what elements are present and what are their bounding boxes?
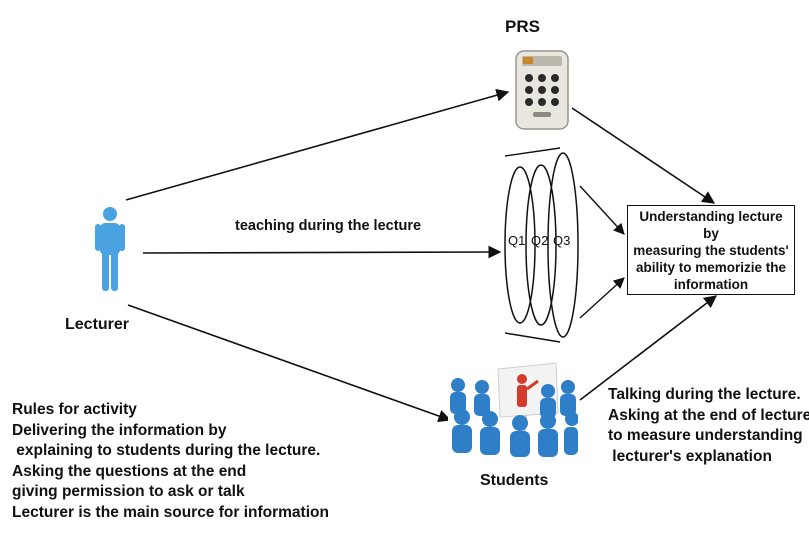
- questions-top-line: [504, 147, 561, 157]
- arrow-lecturer-to-questions: [142, 245, 502, 259]
- lecturer-label: Lecturer: [65, 316, 130, 333]
- arrow-lecturer-to-prs: [125, 88, 510, 201]
- question-ellipse-2: [525, 164, 557, 326]
- arrow-questions-to-box-upper: [579, 185, 625, 235]
- lecturer-person-icon: [95, 207, 125, 291]
- question-2-label: Q2: [531, 233, 549, 248]
- rules-text: Rules for activity Delivering the inform…: [12, 401, 329, 521]
- questions-bottom-line: [504, 332, 561, 343]
- question-ellipse-1: [504, 166, 536, 324]
- question-3-label: Q3: [553, 233, 571, 248]
- question-1-label: Q1: [508, 233, 526, 248]
- questions-group: [504, 147, 579, 343]
- arrow-lecturer-to-students: [127, 304, 452, 423]
- teaching-label: teaching during the lecture: [235, 218, 422, 234]
- arrow-students-to-box: [579, 295, 718, 401]
- arrow-questions-to-box-lower: [579, 277, 625, 319]
- prs-label: PRS: [505, 17, 540, 36]
- prs-clicker-icon: [515, 50, 569, 130]
- arrow-prs-to-box: [571, 107, 716, 204]
- students-note-text: Talking during the lecture. Asking at th…: [608, 386, 809, 465]
- students-label: Students: [480, 472, 549, 489]
- students-classroom-icon: [448, 357, 578, 460]
- outcome-box: Understanding lecture by measuring the s…: [627, 205, 795, 295]
- question-ellipse-3: [547, 152, 579, 338]
